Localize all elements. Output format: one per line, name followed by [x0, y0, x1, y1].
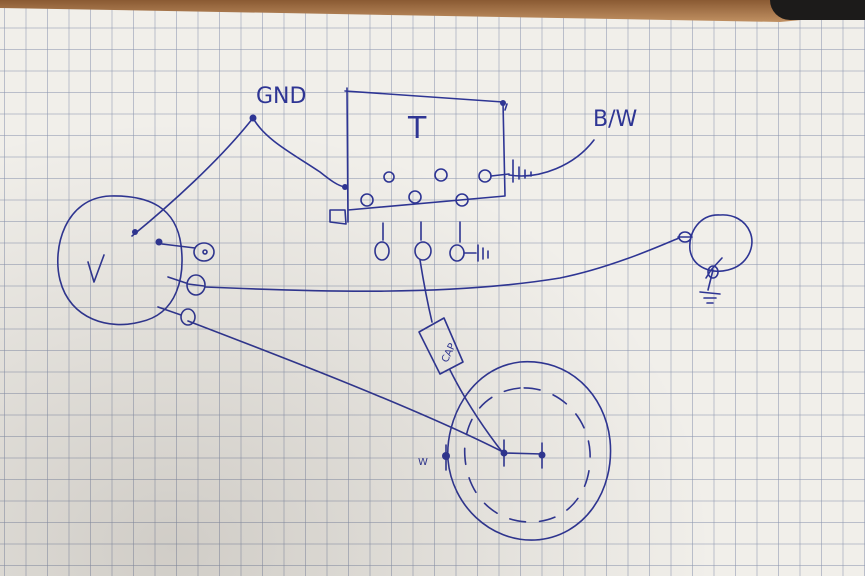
bw-label: B/W — [593, 107, 638, 132]
capacitor-label: CAP — [440, 342, 458, 365]
volume-pot — [57, 195, 215, 326]
tone-box: T — [329, 87, 532, 262]
bw-lead: B/W — [508, 107, 638, 177]
tone-box-label: T — [407, 111, 427, 146]
ground-node: GND — [131, 84, 346, 237]
pickup: W — [187, 320, 612, 541]
w-mark-label: W — [418, 457, 428, 468]
output-jack — [204, 214, 753, 304]
dark-corner-object — [770, 0, 865, 20]
gnd-label: GND — [256, 84, 306, 109]
